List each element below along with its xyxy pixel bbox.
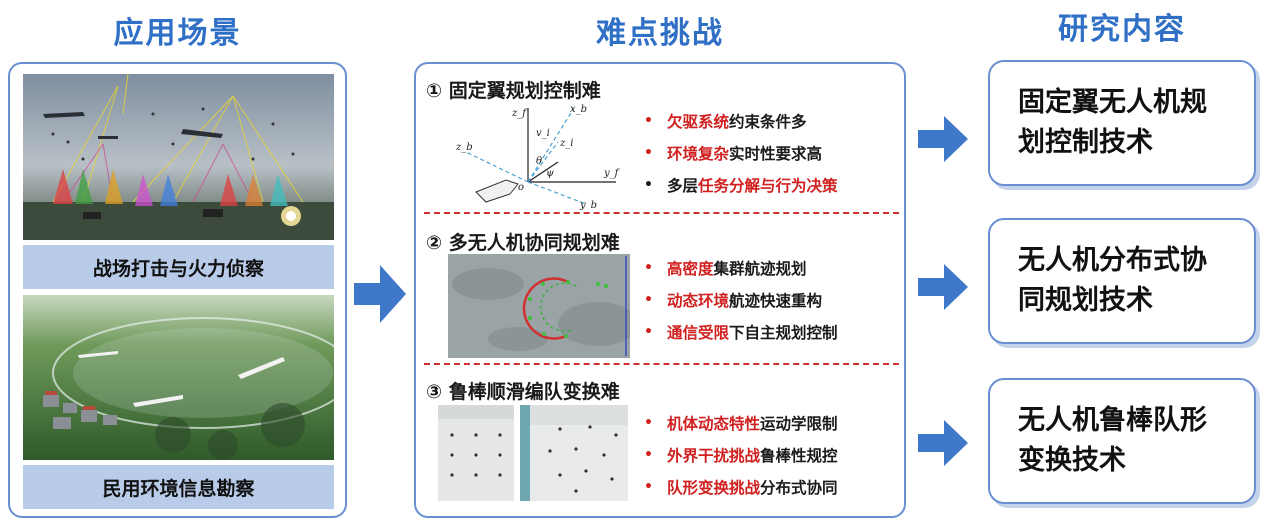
label-zf: z_f [511, 108, 528, 119]
bullet-item: •队形变换挑战分布式协同 [644, 479, 838, 497]
title-research-content: 研究内容 [1058, 12, 1186, 47]
challenge-section-multi-uav: ② 多无人机协同规划难 •高密度集群航迹规划 •动态环境航迹快速重构 •通信受限… [416, 214, 904, 362]
coordinate-diagram: z_f x_b v_i z_i z_b y_f o y_b θ ψ [455, 104, 621, 210]
bullet-item: •外界干扰挑战鲁棒性规控 [644, 447, 838, 465]
research-line: 变换技术 [1018, 445, 1126, 476]
section-divider [424, 363, 899, 365]
label-zb: z_b [455, 142, 473, 153]
label-xb: x_b [570, 104, 587, 115]
arrow-right-icon [354, 265, 406, 323]
battlefield-image [23, 74, 334, 240]
research-line: 同规划技术 [1018, 285, 1153, 316]
scenarios-panel: 战场打击与火力侦察 [8, 62, 347, 518]
challenges-panel: ① 固定翼规划控制难 z_f x_b v_i z_i z_b y_f [414, 62, 906, 518]
swarm-trajectory-image [448, 254, 630, 358]
scene-label-civil: 民用环境信息勘察 [23, 465, 334, 509]
bullet-item: •高密度集群航迹规划 [644, 260, 807, 278]
bullet-item: •机体动态特性运动学限制 [644, 415, 838, 433]
section-title: ① 固定翼规划控制难 [426, 80, 601, 102]
formation-photo-left [438, 405, 514, 501]
bullet-item: •通信受限下自主规划控制 [644, 324, 838, 342]
section-title: ② 多无人机协同规划难 [426, 232, 620, 254]
label-yb: y_b [579, 200, 597, 210]
bullet-item: •环境复杂实时性要求高 [644, 145, 822, 163]
formation-photo-right [520, 405, 628, 501]
bullet-item: •多层任务分解与行为决策 [644, 177, 838, 195]
research-box-distributed: 无人机分布式协 同规划技术 [988, 218, 1256, 344]
label-o: o [518, 182, 524, 193]
bullet-list: •机体动态特性运动学限制 •外界干扰挑战鲁棒性规控 •队形变换挑战分布式协同 [644, 407, 837, 503]
bullet-item: •欠驱系统约束条件多 [644, 113, 807, 131]
civil-environment-image [23, 295, 334, 460]
research-line: 无人机鲁棒队形 [1018, 405, 1207, 436]
research-box-formation: 无人机鲁棒队形 变换技术 [988, 378, 1256, 504]
bullet-list: •高密度集群航迹规划 •动态环境航迹快速重构 •通信受限下自主规划控制 [644, 252, 837, 348]
label-theta: θ [536, 156, 542, 167]
challenge-section-formation: ③ 鲁棒顺滑编队变换难 •机体动态特性运动学限制 •外界干扰挑战鲁棒性规控 [416, 365, 904, 515]
section-divider [424, 212, 899, 214]
challenge-section-fixed-wing: ① 固定翼规划控制难 z_f x_b v_i z_i z_b y_f [416, 64, 904, 212]
research-line: 划控制技术 [1018, 127, 1153, 158]
scene-label-battlefield: 战场打击与火力侦察 [23, 245, 334, 289]
research-line: 固定翼无人机规 [1018, 87, 1207, 118]
title-challenges: 难点挑战 [596, 16, 724, 51]
label-zi: z_i [559, 138, 573, 149]
label-yf: y_f [603, 168, 621, 179]
arrow-right-icon [918, 116, 968, 162]
bullet-item: •动态环境航迹快速重构 [644, 292, 822, 310]
research-box-fixed-wing: 固定翼无人机规 划控制技术 [988, 60, 1256, 186]
label-psi: ψ [546, 168, 554, 179]
section-title: ③ 鲁棒顺滑编队变换难 [426, 381, 620, 403]
research-line: 无人机分布式协 [1018, 245, 1207, 276]
label-vi: v_i [536, 128, 550, 139]
bullet-list: •欠驱系统约束条件多 •环境复杂实时性要求高 •多层任务分解与行为决策 [644, 105, 837, 201]
arrow-right-icon [918, 420, 968, 466]
title-application-scenarios: 应用场景 [113, 16, 242, 51]
arrow-right-icon [918, 264, 968, 310]
